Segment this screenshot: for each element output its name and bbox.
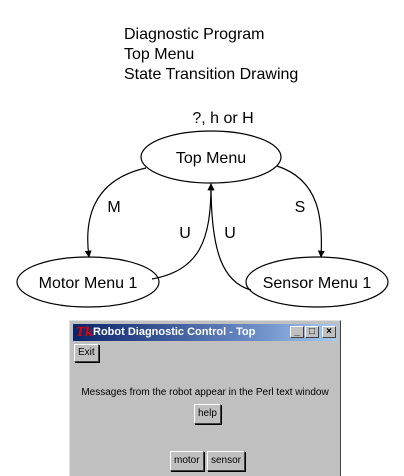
tk-logo-icon: Tk (76, 325, 94, 339)
exit-button[interactable]: Exit (74, 344, 99, 362)
node-top-menu (140, 130, 282, 184)
edge-label-self-loop: ?, h or H (192, 110, 253, 127)
motor-button[interactable]: motor (170, 451, 204, 471)
minimize-button[interactable]: _ (290, 326, 304, 338)
sensor-button[interactable]: sensor (207, 451, 246, 471)
help-button[interactable]: help (194, 404, 221, 424)
node-sensor-menu-label: Sensor Menu 1 (263, 275, 372, 292)
edge-top-to-sensor (276, 165, 325, 258)
edge-label-to-sensor: S (295, 199, 306, 216)
diagram-title-block: Diagnostic Program Top Menu State Transi… (124, 25, 298, 85)
close-button[interactable]: × (322, 326, 336, 338)
robot-control-window: Tk Robot Diagnostic Control - Top _ □ × … (69, 320, 341, 476)
edge-label-to-motor: M (107, 199, 120, 216)
window-titlebar[interactable]: Tk Robot Diagnostic Control - Top _ □ × (73, 324, 337, 341)
node-sensor-menu (245, 256, 389, 308)
window-title: Robot Diagnostic Control - Top (93, 326, 256, 338)
edge-motor-to-top (151, 183, 215, 280)
title-line-2: Top Menu (124, 46, 195, 63)
maximize-button[interactable]: □ (305, 326, 319, 338)
edge-sensor-to-top (207, 183, 252, 291)
title-line-3: State Transition Drawing (124, 66, 299, 83)
robot-message-text: Messages from the robot appear in the Pe… (81, 387, 329, 398)
state-transition-diagram: Top Menu Motor Menu 1 Sensor Menu 1 ?, h… (16, 110, 389, 308)
node-top-menu-label: Top Menu (176, 150, 246, 167)
node-motor-menu-label: Motor Menu 1 (39, 275, 138, 292)
edge-top-to-motor (84, 167, 147, 258)
title-line-1: Diagnostic Program (124, 26, 265, 43)
edge-label-from-sensor: U (224, 225, 236, 242)
edge-label-from-motor: U (179, 225, 191, 242)
